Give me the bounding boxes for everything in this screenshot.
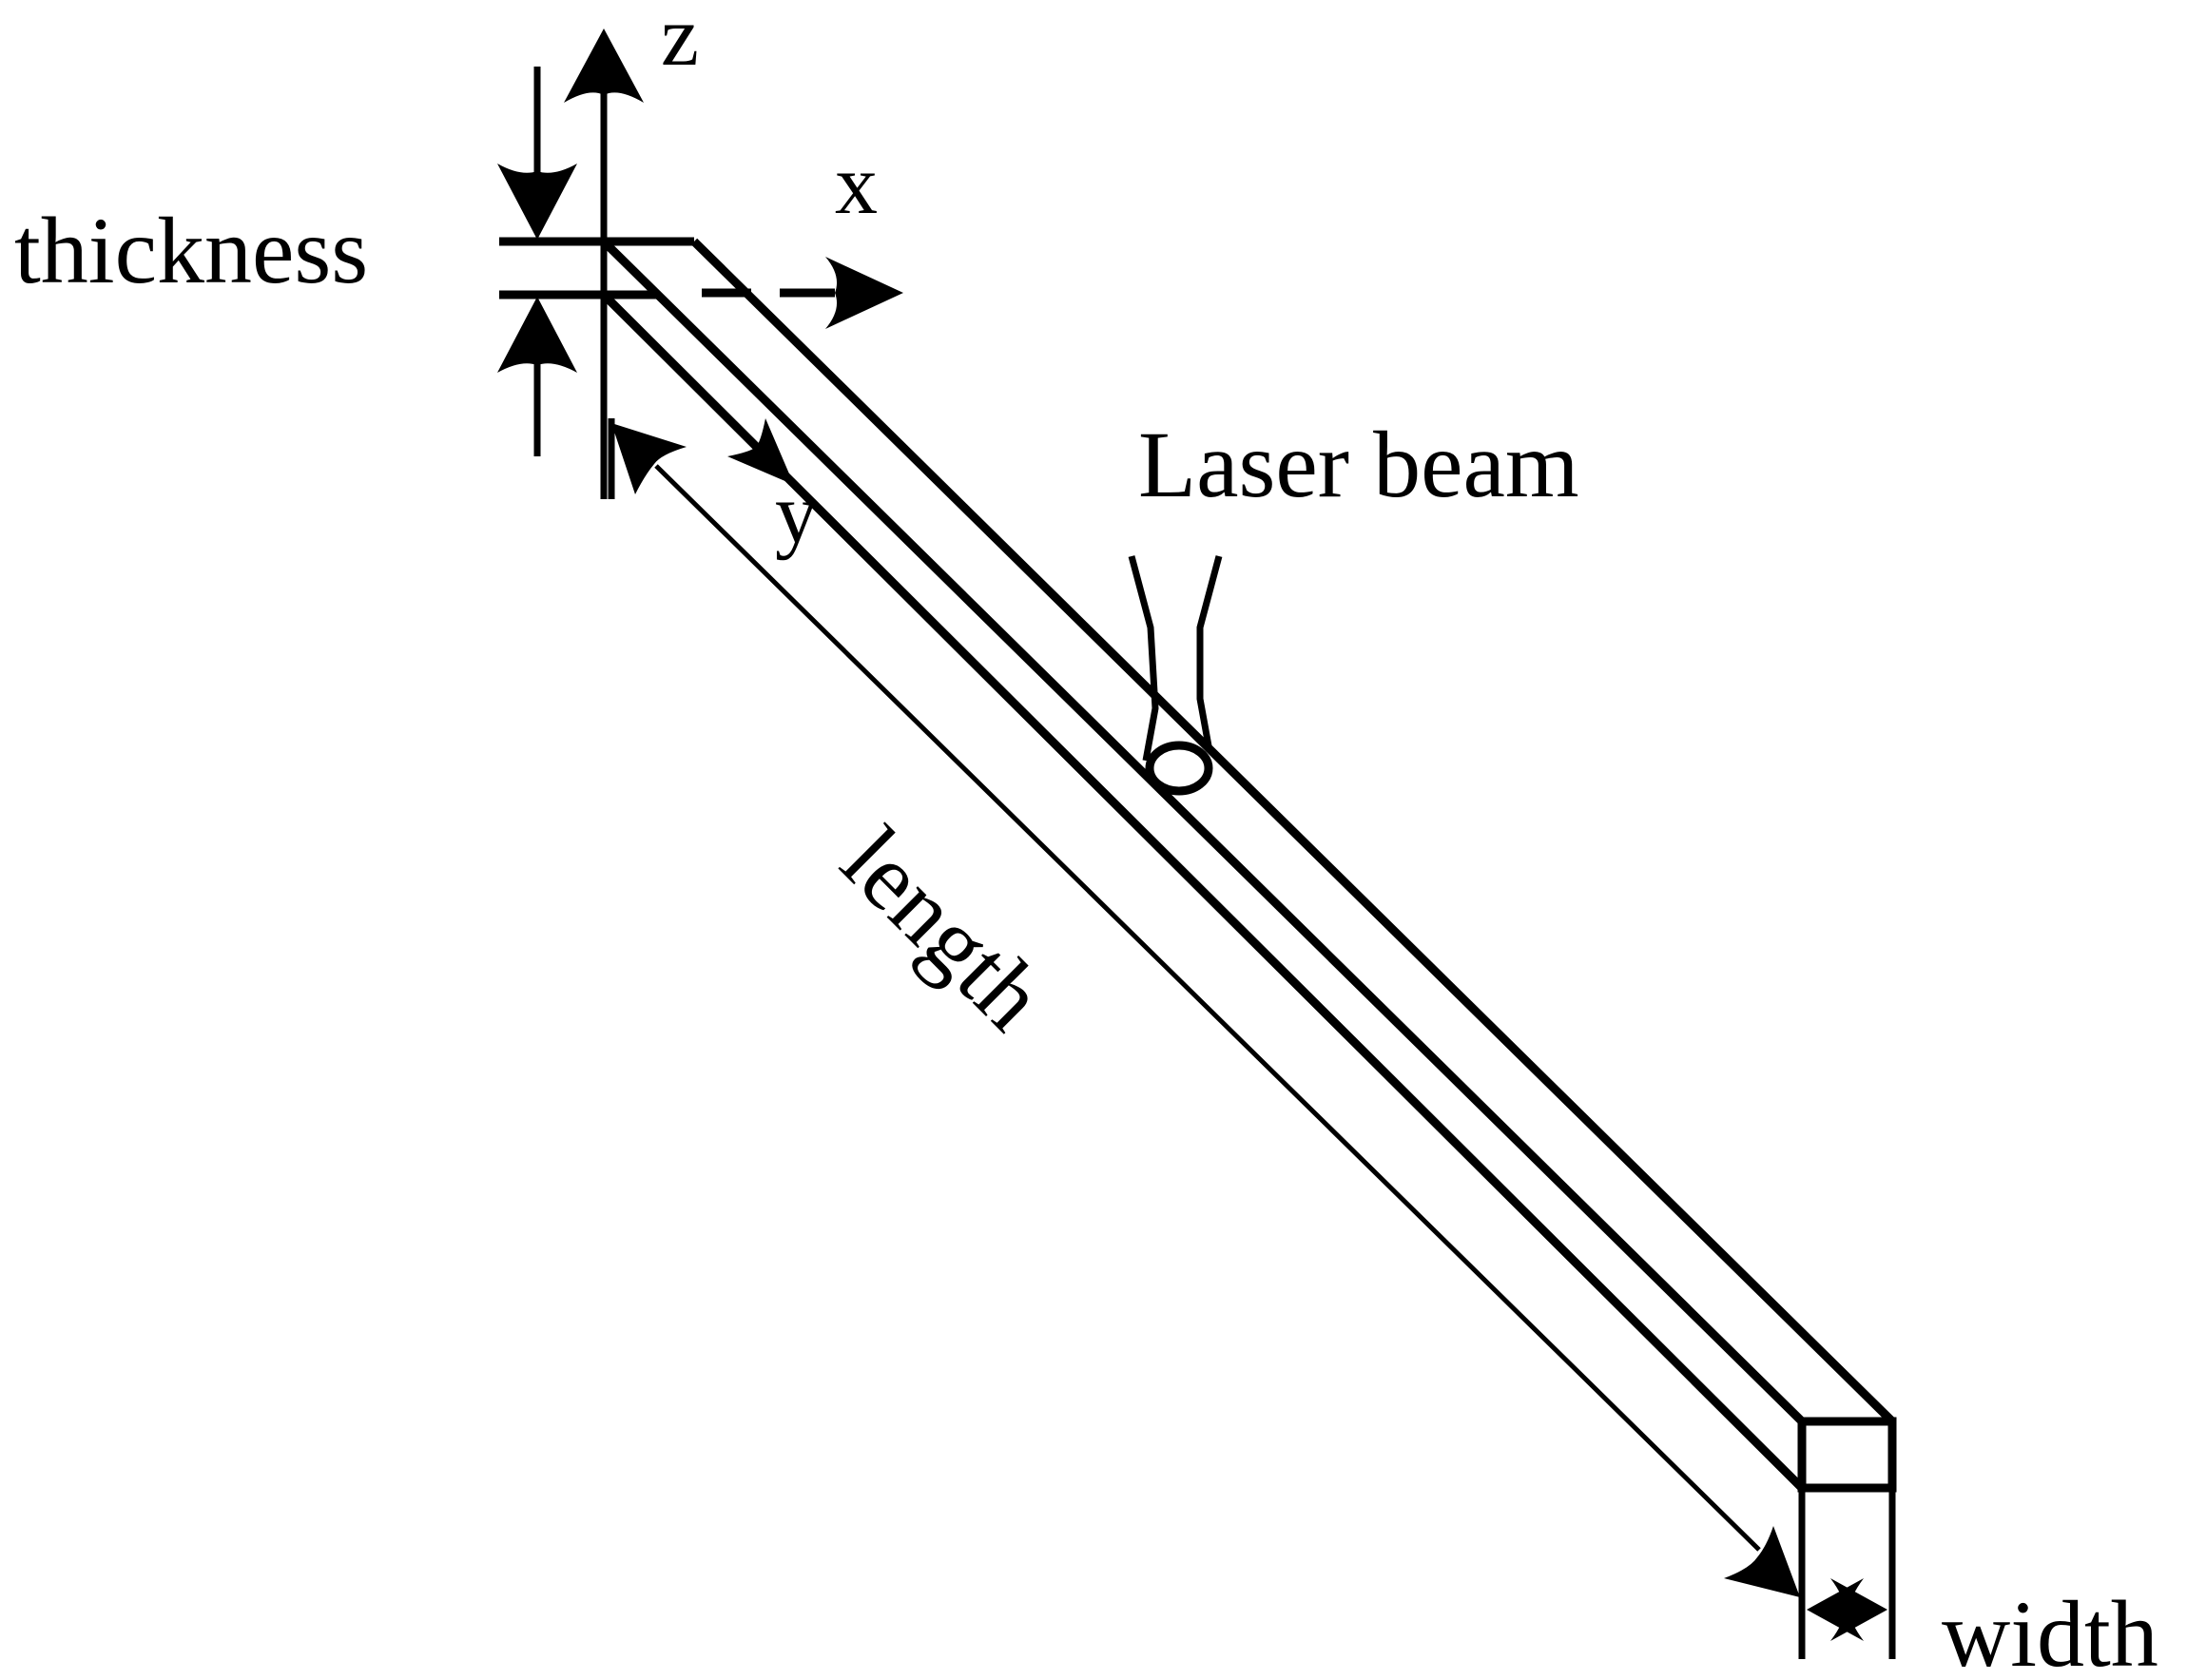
y-axis-line [601,292,764,454]
x-axis-arrowhead [825,257,903,329]
thickness-dimension: thickness [14,67,604,456]
length-dimension-line [654,464,1761,1552]
beam-bottom-near-edge [600,291,1806,1492]
coordinate-axes [564,29,903,499]
z-axis-arrowhead [564,29,644,103]
laser-beam-right-edge [1196,555,1223,752]
width-label: width [1942,1581,2158,1680]
length-start-arrowhead [611,423,687,494]
y-axis-label: y [775,467,818,561]
thickness-upper-arrowhead [497,164,577,240]
beam [499,237,1897,1493]
beam-free-end-face [1797,1417,1897,1493]
length-end-arrowhead [1724,1526,1800,1597]
laser-beam: Laser beam [1128,412,1579,796]
thickness-label: thickness [14,198,368,303]
width-dimension: width [1798,1488,2158,1680]
laser-spot [1145,741,1213,796]
thickness-lower-arrowhead [497,297,577,373]
y-axis-arrowhead [727,418,794,485]
laser-beam-label: Laser beam [1138,412,1579,517]
z-axis-label: z [661,0,699,84]
beam-top-far-edge [690,238,1896,1425]
length-label: length [822,807,1064,1050]
beam-top-near-edge [600,238,1806,1425]
x-axis-label: x [835,138,878,232]
width-right-arrowhead [1830,1578,1887,1641]
laser-beam-left-edge [1128,555,1159,762]
